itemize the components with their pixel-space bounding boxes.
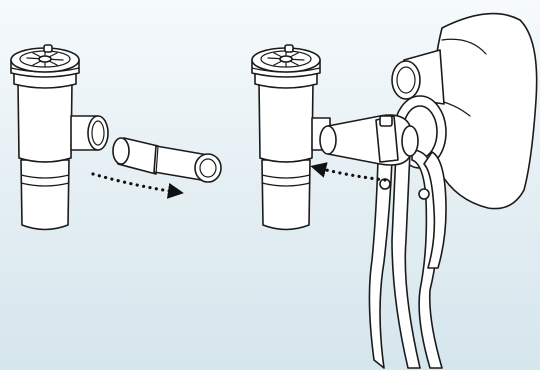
- arrow-elbow-to-cup: [318, 168, 385, 180]
- elastic-strap: [369, 150, 446, 368]
- face-mask: [392, 14, 537, 209]
- mouthpiece-adapter: [113, 138, 221, 182]
- elbow-connector: [320, 115, 418, 165]
- arrow-adapter-to-cup: [93, 174, 176, 192]
- panel-step-2: [252, 14, 537, 368]
- panel-step-1: [11, 45, 221, 230]
- nebulizer-cup-left: [11, 45, 108, 230]
- nebulizer-cup-right: [252, 45, 330, 230]
